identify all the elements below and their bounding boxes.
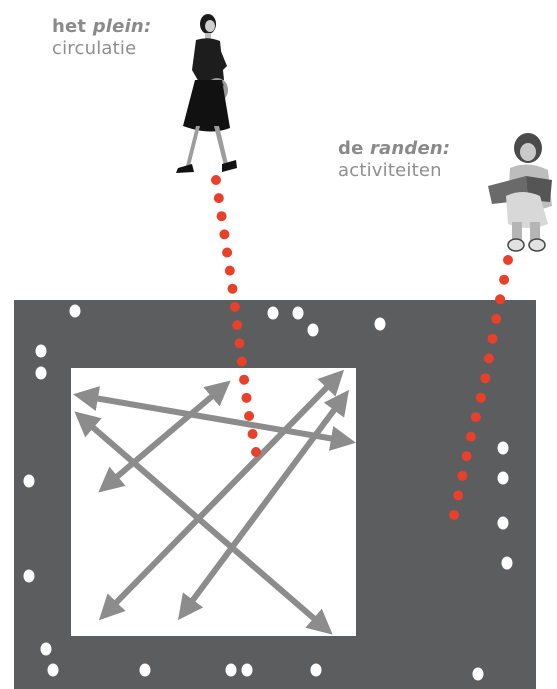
activity-dot [48, 664, 59, 677]
activity-dot [226, 664, 237, 677]
activity-dot [308, 324, 319, 337]
activity-dot [140, 664, 151, 677]
path-dot [488, 334, 498, 344]
caption-plein: het plein: circulatie [52, 16, 151, 60]
path-dot [484, 353, 494, 363]
path-dot [225, 266, 235, 276]
activity-dot [242, 664, 253, 677]
activity-dot [311, 664, 322, 677]
path-dot [217, 211, 227, 221]
activity-dot [293, 307, 304, 320]
path-dot [466, 432, 476, 442]
activity-dot [70, 305, 81, 318]
activity-dot [473, 668, 484, 681]
caption-randen-title-emph: randen: [370, 138, 450, 159]
activity-dot [24, 570, 35, 583]
path-dot [251, 447, 261, 457]
path-dot [237, 357, 247, 367]
caption-plein-subtitle: circulatie [52, 38, 151, 60]
path-dot [491, 314, 501, 324]
path-dot [476, 393, 486, 403]
path-dot [235, 338, 245, 348]
caption-plein-title-word: het [52, 16, 86, 37]
path-dot [499, 275, 509, 285]
path-dot [239, 375, 249, 385]
activity-dot [36, 345, 47, 358]
activity-dot [268, 307, 279, 320]
path-dot [457, 471, 467, 481]
activity-dot [24, 475, 35, 488]
path-dot [503, 255, 513, 265]
sitting-reader-figure [488, 133, 552, 251]
caption-randen-subtitle: activiteiten [338, 160, 450, 182]
activity-dot [36, 367, 47, 380]
caption-randen-title-word: de [338, 138, 364, 159]
path-dot [244, 411, 254, 421]
path-dot [211, 175, 221, 185]
path-dot [462, 451, 472, 461]
path-dot [449, 510, 459, 520]
caption-randen: de randen: activiteiten [338, 138, 450, 182]
path-dot [214, 193, 224, 203]
activity-dot [375, 318, 386, 331]
activity-dot [498, 472, 509, 485]
path-dot [219, 229, 229, 239]
path-dot [453, 490, 463, 500]
caption-plein-title: het plein: [52, 16, 151, 38]
caption-randen-title: de randen: [338, 138, 450, 160]
path-dot [230, 302, 240, 312]
activity-dot [498, 442, 509, 455]
activity-dot [502, 557, 513, 570]
activity-dot [41, 643, 52, 656]
path-dot [228, 284, 238, 294]
path-dot [232, 320, 242, 330]
path-dot [248, 429, 258, 439]
activity-dot [498, 517, 509, 530]
path-dot [222, 248, 232, 258]
path-dot [480, 373, 490, 383]
caption-plein-title-emph: plein: [93, 16, 152, 37]
walking-woman-figure [176, 14, 237, 173]
path-dot [242, 393, 252, 403]
path-dot [471, 412, 481, 422]
path-dot [495, 294, 505, 304]
